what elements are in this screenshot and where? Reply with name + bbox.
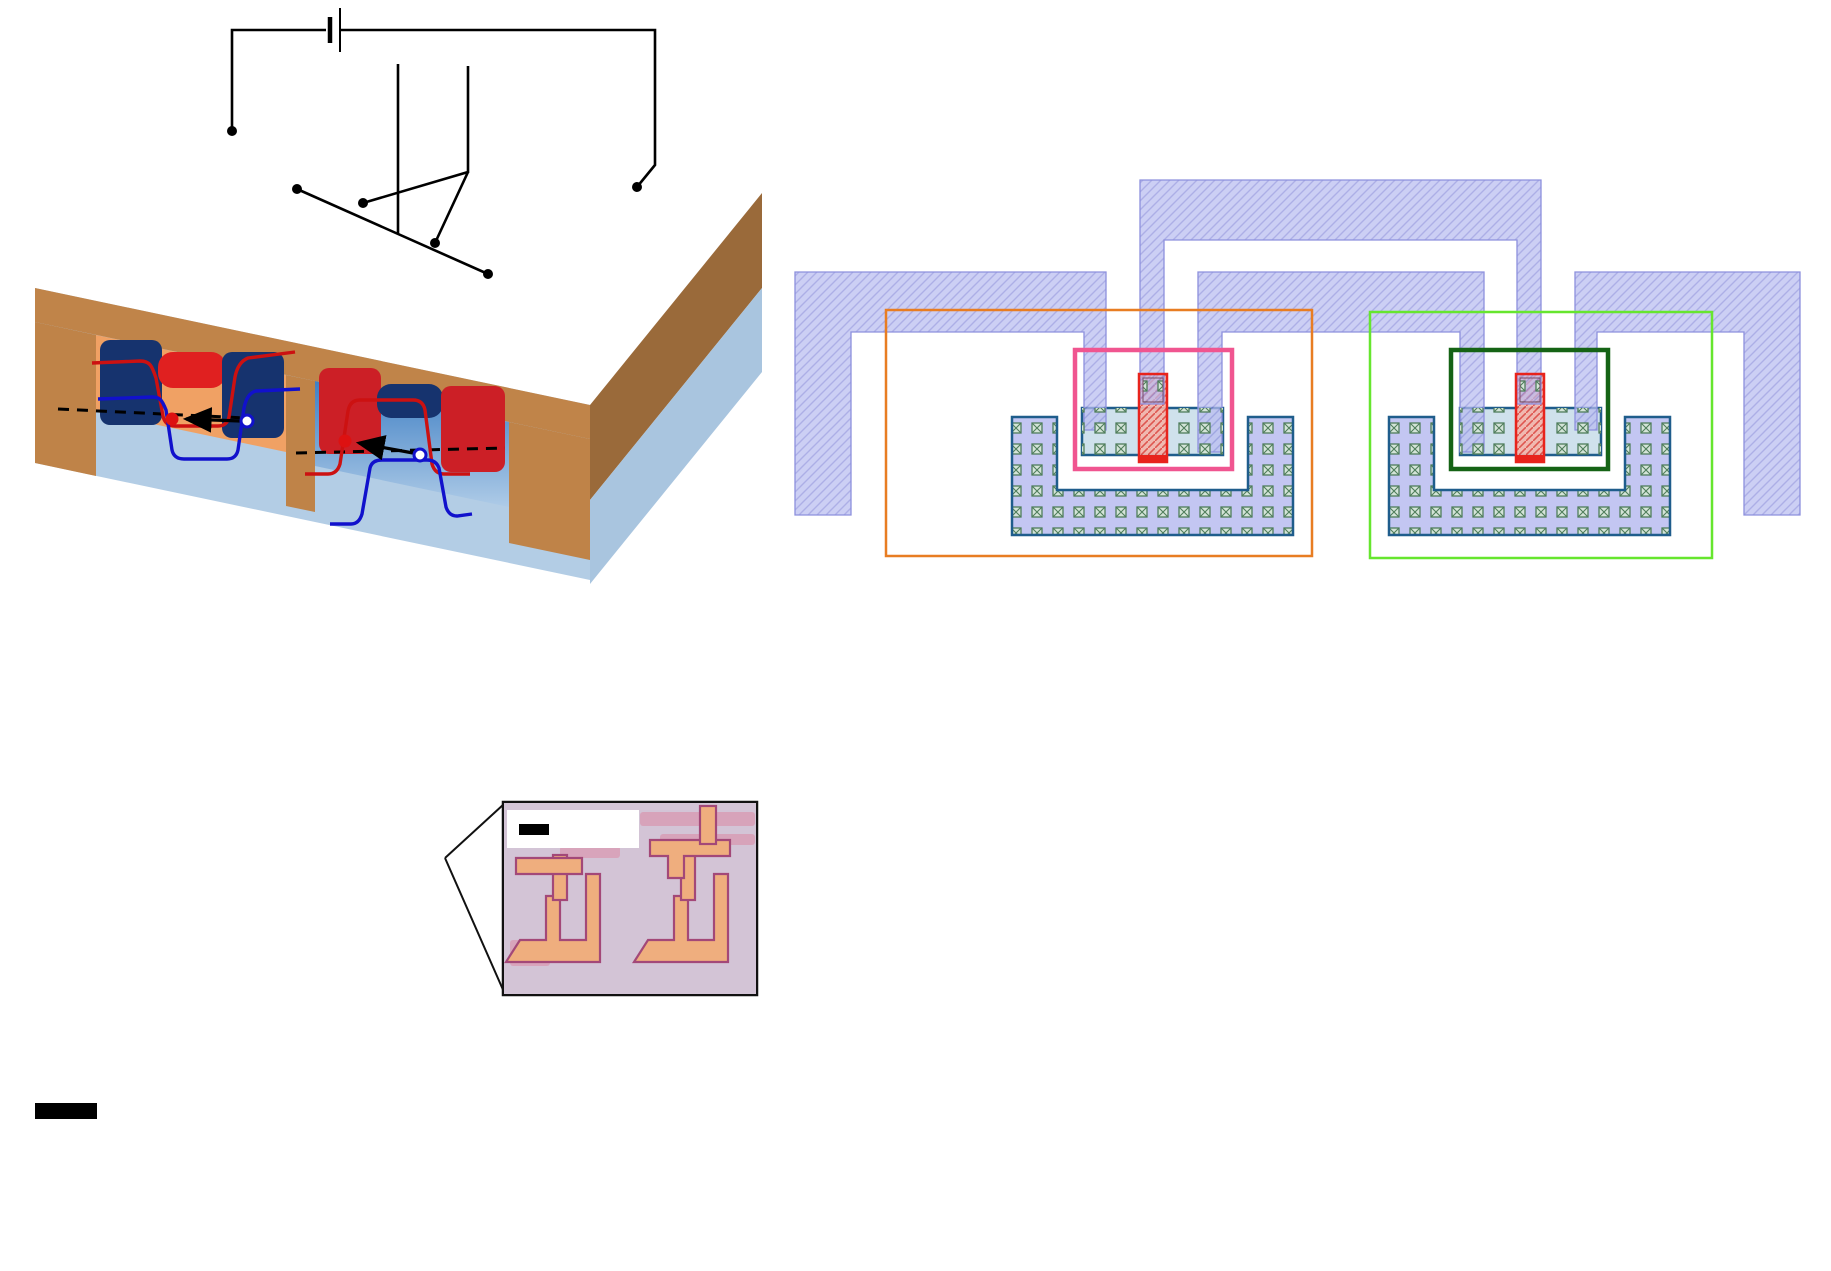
gnd-wire (340, 28, 657, 188)
source-u-right-cnt (1387, 415, 1672, 537)
n-plus-bar-left (158, 352, 226, 388)
copper-leg-left (35, 322, 96, 476)
poly-stub-right (1516, 455, 1544, 463)
metal1-wiring (794, 179, 1801, 516)
p-plus-source-left (100, 340, 162, 425)
gate-contact-left (1142, 377, 1164, 403)
scale-bar-2cm (35, 1103, 97, 1119)
circuit-terminals (227, 126, 642, 279)
n-plus-drain-right (319, 368, 381, 454)
poly-gates (1137, 372, 1546, 464)
lvtp-box (1368, 310, 1714, 560)
layout-drawing (794, 179, 1801, 560)
copper-leg-right (509, 422, 590, 560)
panel-b-layout (794, 179, 1801, 560)
electron-dot-left (165, 412, 179, 426)
vout-wire (362, 66, 470, 244)
conduction-band-right (305, 398, 470, 476)
tunneling-arrow-left (182, 407, 241, 433)
hvtn-box (1072, 347, 1235, 472)
vdd-wire (230, 28, 326, 131)
drain2-terminal (430, 238, 440, 248)
lvtn-box (884, 308, 1314, 558)
inset-leader-lines (444, 803, 505, 993)
panel-a-device-schematic (35, 8, 762, 584)
inset-scale-rect (519, 824, 549, 835)
contact-right-source (1552, 408, 1601, 455)
electron-dot-right (338, 434, 352, 448)
gate-contact-right (1519, 377, 1541, 403)
inset-comb-structures (504, 804, 732, 964)
gate1-terminal (292, 184, 302, 194)
source-active-regions (1010, 415, 1672, 537)
copper-side-face (590, 193, 762, 500)
metal-source-left (794, 271, 1107, 516)
copper-leg-middle (286, 375, 315, 512)
source-u-left-cnt (1010, 415, 1295, 537)
inset-scale-label (507, 810, 639, 848)
contact-left-drain (1174, 408, 1223, 455)
si-side-face (590, 288, 762, 584)
scale-bar-rect (35, 1103, 97, 1119)
active-contacts (1082, 408, 1601, 455)
metal-vout-arch (1197, 271, 1485, 453)
valence-band-right (330, 458, 473, 526)
valence-band-left (97, 387, 301, 461)
metal-vin-arch (1139, 179, 1542, 405)
hvtp-box (1448, 347, 1611, 472)
hole-dot-right (412, 447, 428, 463)
source1-terminal (227, 126, 237, 136)
drain1-terminal (358, 198, 368, 208)
circuit-wiring (230, 8, 657, 276)
gate2-terminal (483, 269, 493, 279)
tunneling-arrow-right (355, 435, 414, 461)
contact-right-drain (1460, 408, 1509, 455)
band-diagram-right (295, 398, 506, 526)
band-diagram-left (57, 350, 301, 461)
contact-left-source (1082, 408, 1131, 455)
qvdd-level-line (57, 407, 247, 420)
n-plus-source-right (441, 386, 505, 472)
inset-micrograph (444, 800, 759, 997)
hole-dot-left (239, 413, 255, 429)
source2-terminal (632, 182, 642, 192)
poly-stub-left (1139, 455, 1167, 463)
rule-boxes (884, 308, 1714, 560)
panel-c-wafers (35, 800, 759, 1119)
gate-gate-wire (296, 187, 489, 276)
inset-content (504, 803, 756, 994)
